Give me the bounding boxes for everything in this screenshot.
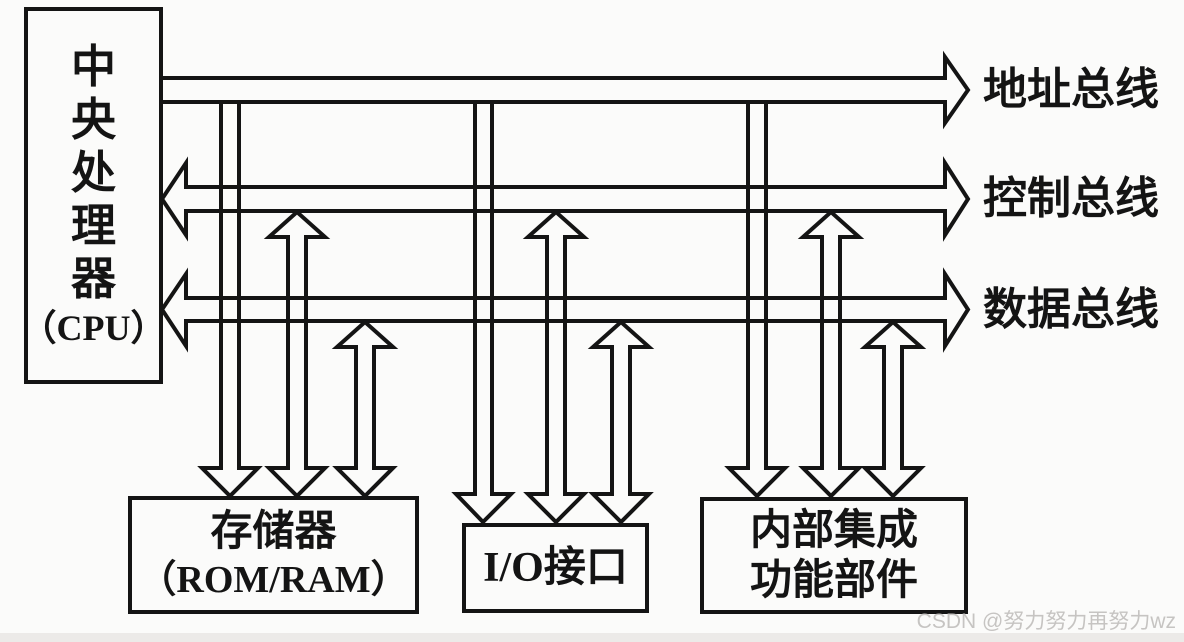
address-to-io-connector — [451, 102, 516, 525]
control-to-internal-connector — [797, 209, 865, 499]
memory-sublabel: （ROM/RAM） — [138, 559, 409, 601]
cpu-label-char: 处 — [70, 148, 116, 198]
data-to-memory-connector — [331, 319, 399, 499]
cpu-label-char: 器 — [70, 254, 116, 304]
io-interface-label: I/O接口 — [483, 545, 628, 591]
memory-box: 存储器 （ROM/RAM） — [128, 496, 419, 614]
internal-components-label-line1: 内部集成 — [749, 507, 918, 554]
io-interface-box: I/O接口 — [462, 523, 649, 613]
internal-components-box: 内部集成 功能部件 — [700, 497, 968, 614]
footer-strip — [0, 633, 1184, 642]
csdn-watermark: CSDN @努力努力再努力wz — [916, 610, 1176, 633]
cpu-box: 中 央 处 理 器 （CPU） — [21, 7, 167, 384]
control-to-io-connector — [522, 209, 590, 525]
control-to-memory-connector — [263, 209, 331, 499]
cpu-label-sub: （CPU） — [20, 308, 167, 348]
address-bus-label: 地址总线 — [983, 65, 1159, 114]
data-to-internal-connector — [859, 319, 927, 499]
address-bus-arrow — [162, 50, 971, 130]
control-bus-label: 控制总线 — [983, 174, 1159, 223]
cpu-label-char: 中 — [70, 42, 116, 92]
cpu-label-char: 央 — [70, 95, 116, 145]
cpu-label-char: 理 — [70, 201, 116, 251]
memory-label: 存储器 — [210, 509, 337, 555]
control-bus-arrow — [159, 156, 971, 242]
data-bus-arrow — [159, 267, 971, 353]
address-to-internal-connector — [724, 102, 790, 499]
data-bus-label: 数据总线 — [983, 285, 1159, 334]
internal-components-label-line2: 功能部件 — [749, 557, 918, 604]
data-to-io-connector — [587, 319, 655, 525]
